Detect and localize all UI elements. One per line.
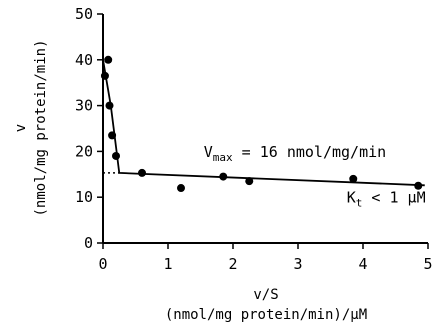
data-point-8 [245, 177, 254, 186]
y-tick-label-4: 40 [75, 51, 93, 69]
annotation-1: Kt < 1 μM [347, 189, 426, 210]
data-point-10 [414, 181, 423, 190]
x-tick-label-2: 2 [228, 255, 237, 273]
y-tick-label-3: 30 [75, 97, 93, 115]
data-point-3 [108, 131, 117, 140]
fit-lines [102, 59, 425, 187]
data-point-7 [219, 172, 228, 181]
x-tick-label-0: 0 [98, 255, 107, 273]
data-point-9 [349, 174, 358, 183]
y-tick-label-0: 0 [84, 234, 93, 252]
x-axis-label-main: v/S [253, 287, 278, 303]
data-point-4 [112, 151, 120, 160]
annotation-0: Vmax = 16 nmol/mg/min [204, 143, 386, 164]
data-point-2 [105, 101, 114, 110]
x-tick-label-5: 5 [423, 255, 432, 273]
y-axis: 0 10 20 30 40 50 [75, 5, 104, 252]
y-axis-label-units: (nmol/mg protein/min) [33, 39, 49, 216]
data-point-5 [138, 168, 146, 177]
x-axis: 0 1 2 3 4 5 [98, 242, 432, 273]
y-tick-label-5: 50 [75, 5, 93, 23]
x-axis-label-units: (nmol/mg protein/min)/μM [165, 307, 367, 323]
y-tick-label-1: 10 [75, 188, 93, 206]
data-point-1 [104, 55, 113, 64]
x-tick-label-4: 4 [358, 255, 367, 273]
x-tick-label-3: 3 [293, 255, 302, 273]
data-point-0 [100, 71, 109, 80]
fitted-curve [102, 59, 425, 187]
y-axis-label-main: v [13, 124, 29, 132]
x-tick-label-1: 1 [163, 255, 172, 273]
annotations: Vmax = 16 nmol/mg/min Kt < 1 μM [204, 143, 426, 210]
data-point-6 [177, 184, 185, 193]
y-tick-label-2: 20 [75, 142, 93, 160]
data-points [100, 55, 423, 193]
